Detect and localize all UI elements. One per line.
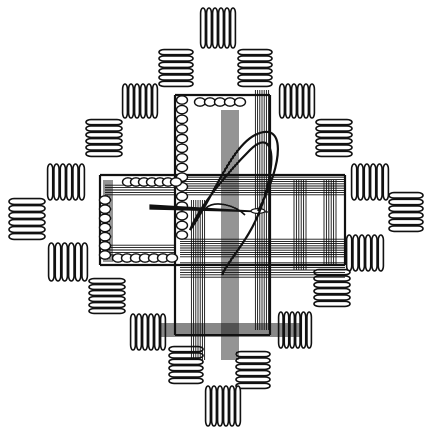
- coil-block: [201, 8, 236, 48]
- coil-block: [238, 50, 272, 87]
- coil-block: [49, 243, 88, 281]
- stitch-knot: [171, 178, 182, 186]
- coil-block: [352, 164, 389, 200]
- coil-block: [347, 235, 384, 271]
- coil-block: [236, 352, 270, 389]
- stitch-knot: [100, 242, 111, 250]
- coil-block: [86, 120, 122, 157]
- stitch-knot: [177, 221, 188, 229]
- stitch-knot: [177, 105, 188, 113]
- coil-block: [9, 199, 45, 240]
- stitch-knot: [100, 251, 111, 259]
- grid-frame: [100, 95, 345, 335]
- coil-block: [389, 193, 423, 232]
- wrapped-bar-blocks: [9, 8, 423, 426]
- stitch-knot: [177, 125, 188, 133]
- stitch-knot: [100, 232, 111, 240]
- stitch-knot: [235, 98, 246, 106]
- coil-block: [280, 84, 315, 118]
- stitch-knot: [177, 115, 188, 123]
- stitch-knot: [177, 144, 188, 152]
- stitch-knot: [177, 212, 188, 220]
- stitch-knot: [177, 192, 188, 200]
- coil-block: [316, 120, 352, 157]
- stitch-knot: [177, 154, 188, 162]
- coil-block: [159, 50, 193, 87]
- coil-block: [89, 279, 125, 314]
- stitch-knot: [100, 205, 111, 213]
- needle-icon: [150, 132, 278, 275]
- stitch-knot: [100, 223, 111, 231]
- stitch-knot: [177, 231, 188, 239]
- stitch-knot: [167, 254, 178, 262]
- stitch-knot: [177, 163, 188, 171]
- stitch-knot: [100, 196, 111, 204]
- coil-block: [48, 164, 85, 200]
- stitch-knot: [100, 214, 111, 222]
- coil-block: [123, 84, 158, 118]
- stitch-knot: [177, 134, 188, 142]
- coil-block: [206, 386, 241, 426]
- stitch-knot: [177, 96, 188, 104]
